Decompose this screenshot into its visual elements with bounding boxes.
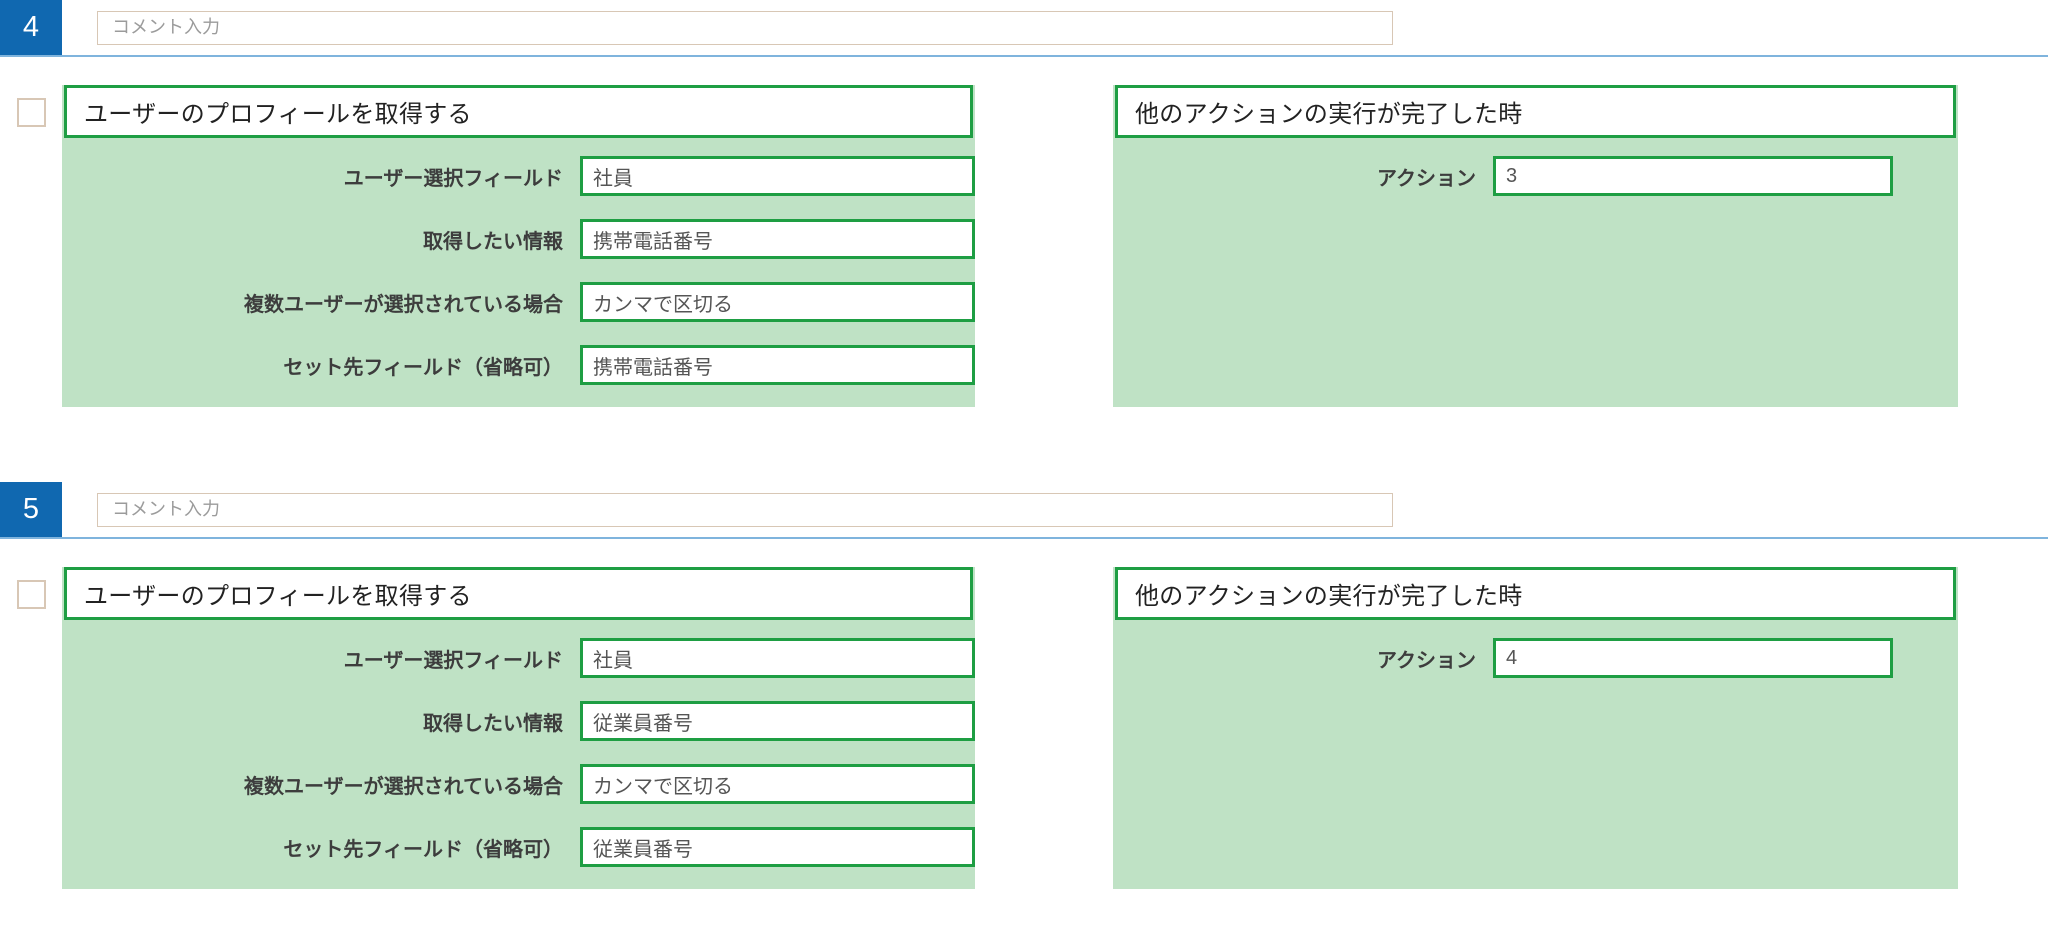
workflow-step: 5 ユーザーのプロフィールを取得する ユーザー選択フィールド 取得したい情報: [0, 482, 2048, 889]
action-card: ユーザーのプロフィールを取得する ユーザー選択フィールド 取得したい情報 複数ユ…: [62, 567, 975, 889]
field-row: 複数ユーザーが選択されている場合: [62, 764, 975, 804]
action-card-title: ユーザーのプロフィールを取得する: [64, 567, 973, 620]
step-body: ユーザーのプロフィールを取得する ユーザー選択フィールド 取得したい情報 複数ユ…: [0, 57, 2048, 407]
field-label: セット先フィールド（省略可）: [283, 838, 563, 861]
field-input[interactable]: [579, 764, 975, 804]
workflow-step: 4 ユーザーのプロフィールを取得する ユーザー選択フィールド 取得したい情報: [0, 0, 2048, 407]
field-input[interactable]: [579, 638, 975, 678]
step-select-column: [0, 567, 62, 889]
field-label: ユーザー選択フィールド: [343, 167, 563, 190]
comment-input[interactable]: [97, 492, 1393, 527]
field-input[interactable]: [1493, 638, 1893, 678]
field-label: アクション: [1377, 167, 1476, 190]
field-input[interactable]: [579, 827, 975, 867]
field-row: アクション: [1113, 156, 1958, 196]
field-label: ユーザー選択フィールド: [343, 649, 563, 672]
field-row: セット先フィールド（省略可）: [62, 345, 975, 385]
trigger-card: 他のアクションの実行が完了した時 アクション: [1113, 567, 1958, 889]
field-input[interactable]: [579, 219, 975, 259]
field-row: ユーザー選択フィールド: [62, 638, 975, 678]
trigger-card-title: 他のアクションの実行が完了した時: [1115, 85, 1956, 138]
step-number-badge: 5: [0, 482, 62, 537]
comment-input[interactable]: [97, 10, 1393, 45]
field-row: 複数ユーザーが選択されている場合: [62, 282, 975, 322]
action-card-fields: ユーザー選択フィールド 取得したい情報 複数ユーザーが選択されている場合 セット…: [62, 138, 975, 407]
action-card: ユーザーのプロフィールを取得する ユーザー選択フィールド 取得したい情報 複数ユ…: [62, 85, 975, 407]
field-label: 取得したい情報: [422, 230, 563, 253]
step-select-column: [0, 85, 62, 407]
step-body: ユーザーのプロフィールを取得する ユーザー選択フィールド 取得したい情報 複数ユ…: [0, 539, 2048, 889]
step-select-checkbox[interactable]: [16, 98, 46, 127]
action-card-fields: ユーザー選択フィールド 取得したい情報 複数ユーザーが選択されている場合 セット…: [62, 620, 975, 889]
step-header: 5: [0, 482, 2048, 539]
field-input[interactable]: [1493, 156, 1893, 196]
field-row: 取得したい情報: [62, 219, 975, 259]
field-input[interactable]: [579, 701, 975, 741]
action-card-title: ユーザーのプロフィールを取得する: [64, 85, 973, 138]
step-header: 4: [0, 0, 2048, 57]
field-row: 取得したい情報: [62, 701, 975, 741]
trigger-card-fields: アクション: [1113, 620, 1958, 700]
comment-field-wrapper: [62, 0, 2048, 55]
field-label: 複数ユーザーが選択されている場合: [243, 293, 563, 316]
trigger-card-fields: アクション: [1113, 138, 1958, 218]
field-label: 複数ユーザーが選択されている場合: [243, 775, 563, 798]
comment-field-wrapper: [62, 482, 2048, 537]
field-label: セット先フィールド（省略可）: [283, 356, 563, 379]
field-row: アクション: [1113, 638, 1958, 678]
trigger-card-title: 他のアクションの実行が完了した時: [1115, 567, 1956, 620]
trigger-card: 他のアクションの実行が完了した時 アクション: [1113, 85, 1958, 407]
field-input[interactable]: [579, 156, 975, 196]
field-label: アクション: [1377, 649, 1476, 672]
field-input[interactable]: [579, 282, 975, 322]
step-select-checkbox[interactable]: [16, 580, 46, 609]
field-input[interactable]: [579, 345, 975, 385]
step-separator-gap: [0, 407, 2048, 482]
field-row: セット先フィールド（省略可）: [62, 827, 975, 867]
field-row: ユーザー選択フィールド: [62, 156, 975, 196]
field-label: 取得したい情報: [422, 712, 563, 735]
step-number-badge: 4: [0, 0, 62, 55]
